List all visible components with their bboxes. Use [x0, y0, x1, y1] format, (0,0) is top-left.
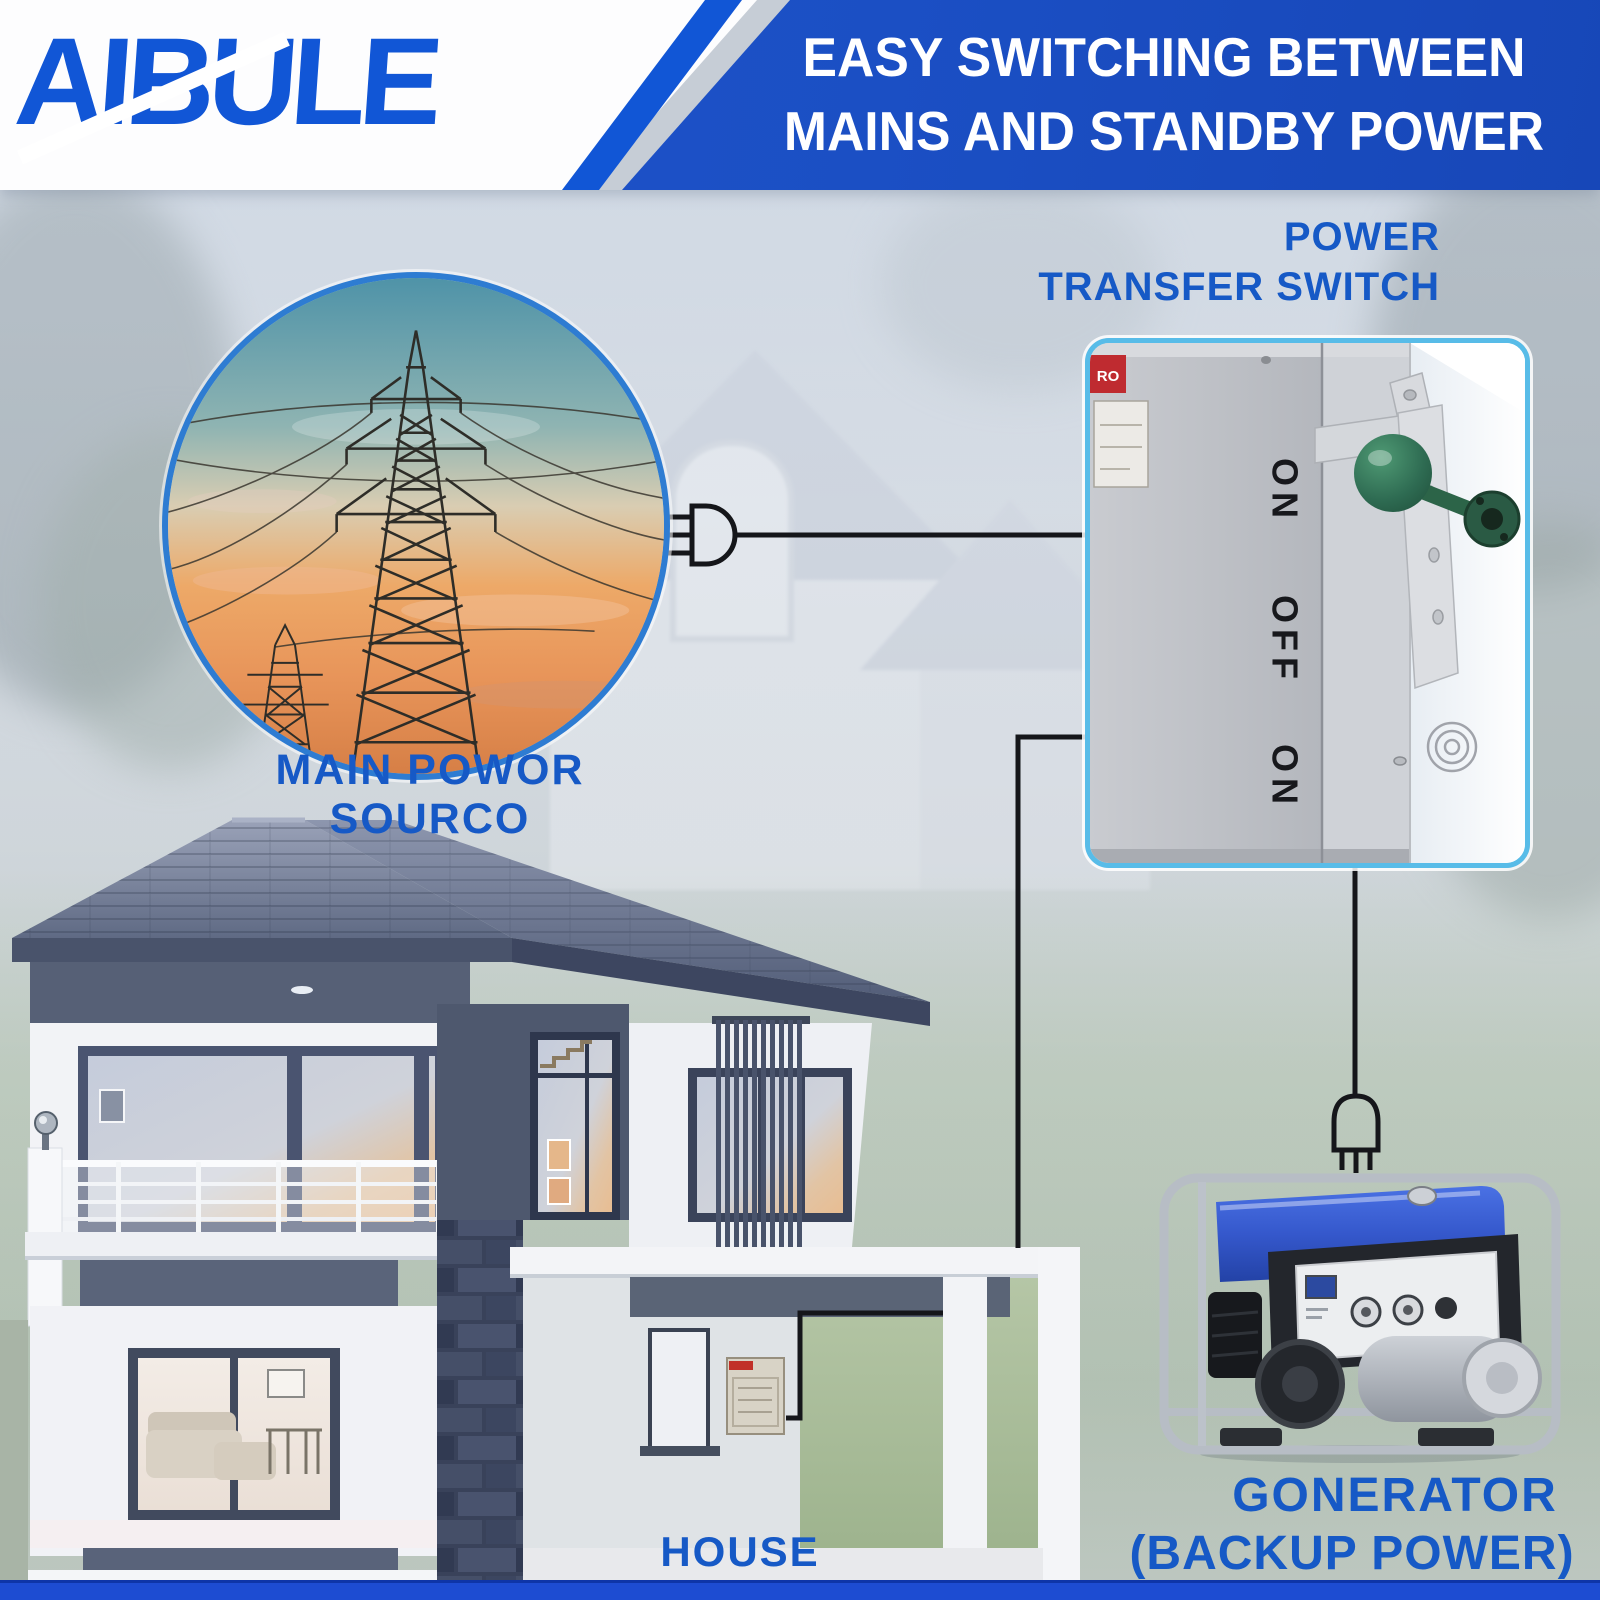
window-louvers [716, 1020, 802, 1247]
label-generator-line1: GONERATOR [1232, 1469, 1558, 1522]
generator-foot [1220, 1428, 1282, 1446]
terrace-floor [30, 1520, 460, 1548]
bottom-accent-bar [0, 1580, 1600, 1600]
switch-position-on-bottom: ON [1264, 744, 1305, 810]
brick-column [437, 1220, 523, 1600]
terrace-step [83, 1548, 398, 1570]
ball-lamp-icon [34, 1111, 58, 1150]
switch-handle-assembly [1314, 372, 1521, 690]
balcony-railing [38, 1160, 468, 1236]
transmission-tower-icon [168, 278, 664, 774]
enclosure-vent [1426, 721, 1478, 773]
soffit-light [291, 986, 313, 994]
main-tower [335, 330, 497, 774]
warning-label [1090, 355, 1126, 393]
label-house: HOUSE [660, 1528, 820, 1575]
label-transfer-switch-line1: POWER [1283, 215, 1440, 259]
spec-label [1093, 400, 1149, 488]
house-roof [12, 817, 930, 1026]
label-main-power-source: MAIN POWOR SOURCO [275, 746, 585, 843]
facade-band [80, 1260, 398, 1306]
label-transfer-switch-line2: TRANSFER SWITCH [1038, 265, 1440, 309]
label-transfer-switch: POWER TRANSFER SWITCH [1020, 212, 1440, 312]
interior-dining-set [266, 1428, 322, 1474]
panel-meter [1305, 1275, 1337, 1299]
generator-foot [1418, 1428, 1494, 1446]
headline-line1: EASY SWITCHING BETWEEN [802, 26, 1526, 88]
wall-picture [99, 1089, 125, 1123]
carport-column [943, 1277, 987, 1600]
wire-switch-to-house [786, 734, 1085, 1421]
generator-image [1159, 1173, 1561, 1463]
house-right-wing [629, 1016, 872, 1247]
interior-sofa [146, 1412, 276, 1480]
headline-line2: MAINS AND STANDBY POWER [783, 100, 1545, 162]
interior-picture [267, 1369, 305, 1398]
breaker-panel [726, 1357, 785, 1435]
headline-text: EASY SWITCHING BETWEEN MAINS AND STANDBY… [782, 20, 1545, 168]
plug-icon-generator [1331, 1093, 1381, 1173]
transfer-switch-image: RO ON OFF ON [1085, 338, 1530, 868]
panel-switch [1435, 1297, 1457, 1319]
stair-tower [437, 1004, 629, 1600]
plug-icon-left [662, 503, 738, 567]
warning-label-text: RO [1097, 368, 1120, 385]
label-generator-line2: (BACKUP POWER) [1129, 1527, 1575, 1580]
main-power-source-image [162, 272, 670, 780]
switch-handle-ball [1354, 434, 1432, 512]
carport-column [1038, 1247, 1080, 1600]
house-upper-floor [25, 962, 510, 1327]
headline-banner [622, 0, 1600, 190]
switch-position-on-top: ON [1264, 458, 1305, 524]
balcony-slab [25, 1232, 510, 1258]
switch-position-off: OFF [1264, 595, 1305, 685]
generator-frame [1159, 1173, 1561, 1455]
fuel-cap [1407, 1186, 1437, 1206]
